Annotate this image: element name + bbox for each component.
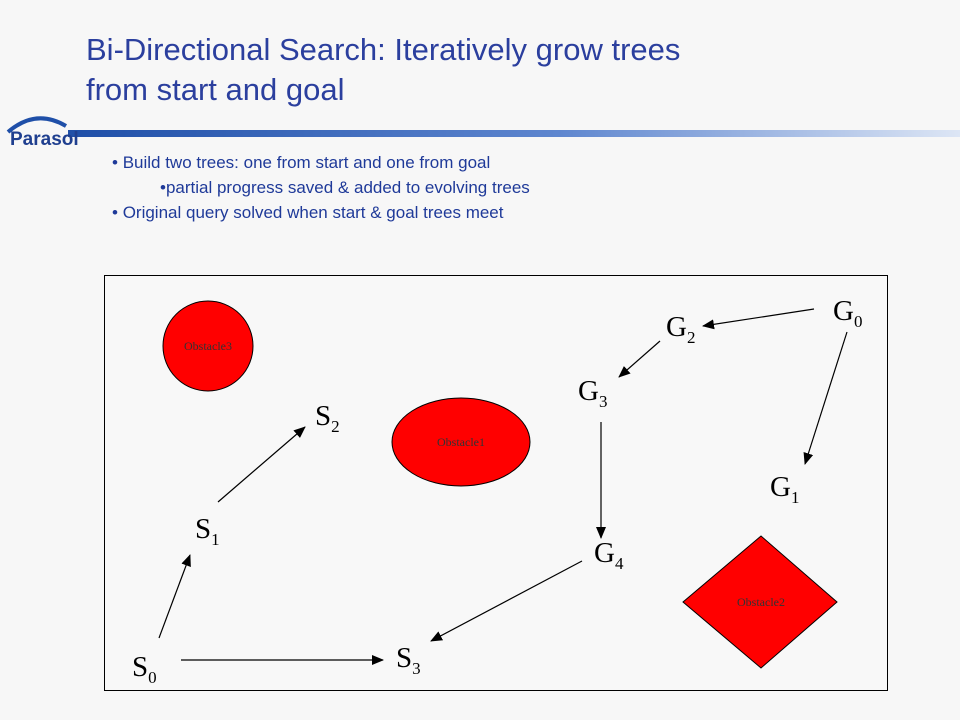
title-line-2: from start and goal bbox=[86, 72, 345, 107]
obstacle-3-label: Obstacle3 bbox=[184, 339, 232, 353]
logo-text: Parasol bbox=[10, 129, 79, 150]
edge-s1-s2 bbox=[217, 426, 306, 503]
parasol-logo: Parasol bbox=[6, 116, 79, 150]
obstacle-1-label: Obstacle1 bbox=[437, 435, 485, 449]
bullet-1: • Build two trees: one from start and on… bbox=[112, 153, 491, 172]
node-g4: G4 bbox=[594, 537, 624, 573]
obstacle-3 bbox=[162, 300, 254, 392]
bullet-1-text: Build two trees: one from start and one … bbox=[122, 153, 491, 172]
obstacle-2-label: Obstacle2 bbox=[737, 595, 785, 609]
parasol-arc-icon bbox=[6, 116, 68, 134]
bullet-list: • Build two trees: one from start and on… bbox=[112, 150, 892, 225]
search-diagram: Obstacle3 Obstacle1 Obstacle2 S0 S1 S2 S… bbox=[104, 275, 888, 691]
header-rule bbox=[68, 130, 960, 137]
bullet-1-sub-text: partial progress saved & added to evolvi… bbox=[165, 178, 530, 197]
node-g1: G1 bbox=[770, 471, 799, 507]
bullet-2-text: Original query solved when start & goal … bbox=[122, 203, 504, 222]
node-s1: S1 bbox=[195, 513, 220, 549]
bullet-1-sub: •partial progress saved & added to evolv… bbox=[160, 178, 530, 197]
obstacle-2 bbox=[682, 535, 838, 669]
title-line-1: Bi-Directional Search: Iteratively grow … bbox=[86, 32, 681, 67]
diagram-canvas: Obstacle3 Obstacle1 Obstacle2 S0 S1 S2 S… bbox=[132, 295, 862, 687]
node-g2: G2 bbox=[666, 311, 695, 347]
node-s3: S3 bbox=[396, 642, 421, 678]
bullet-2: • Original query solved when start & goa… bbox=[112, 203, 504, 222]
node-s0: S0 bbox=[132, 651, 157, 687]
edge-g0-g2 bbox=[702, 308, 815, 330]
edge-g0-g1 bbox=[803, 331, 848, 465]
node-g3: G3 bbox=[578, 375, 607, 411]
edge-g2-g3 bbox=[618, 340, 661, 378]
edge-s0-s1 bbox=[158, 554, 191, 639]
slide-title: Bi-Directional Search: Iteratively grow … bbox=[86, 30, 926, 110]
edge-g4-s3 bbox=[430, 560, 583, 642]
obstacle-1 bbox=[391, 397, 531, 487]
node-g0: G0 bbox=[833, 295, 862, 331]
node-s2: S2 bbox=[315, 400, 340, 436]
